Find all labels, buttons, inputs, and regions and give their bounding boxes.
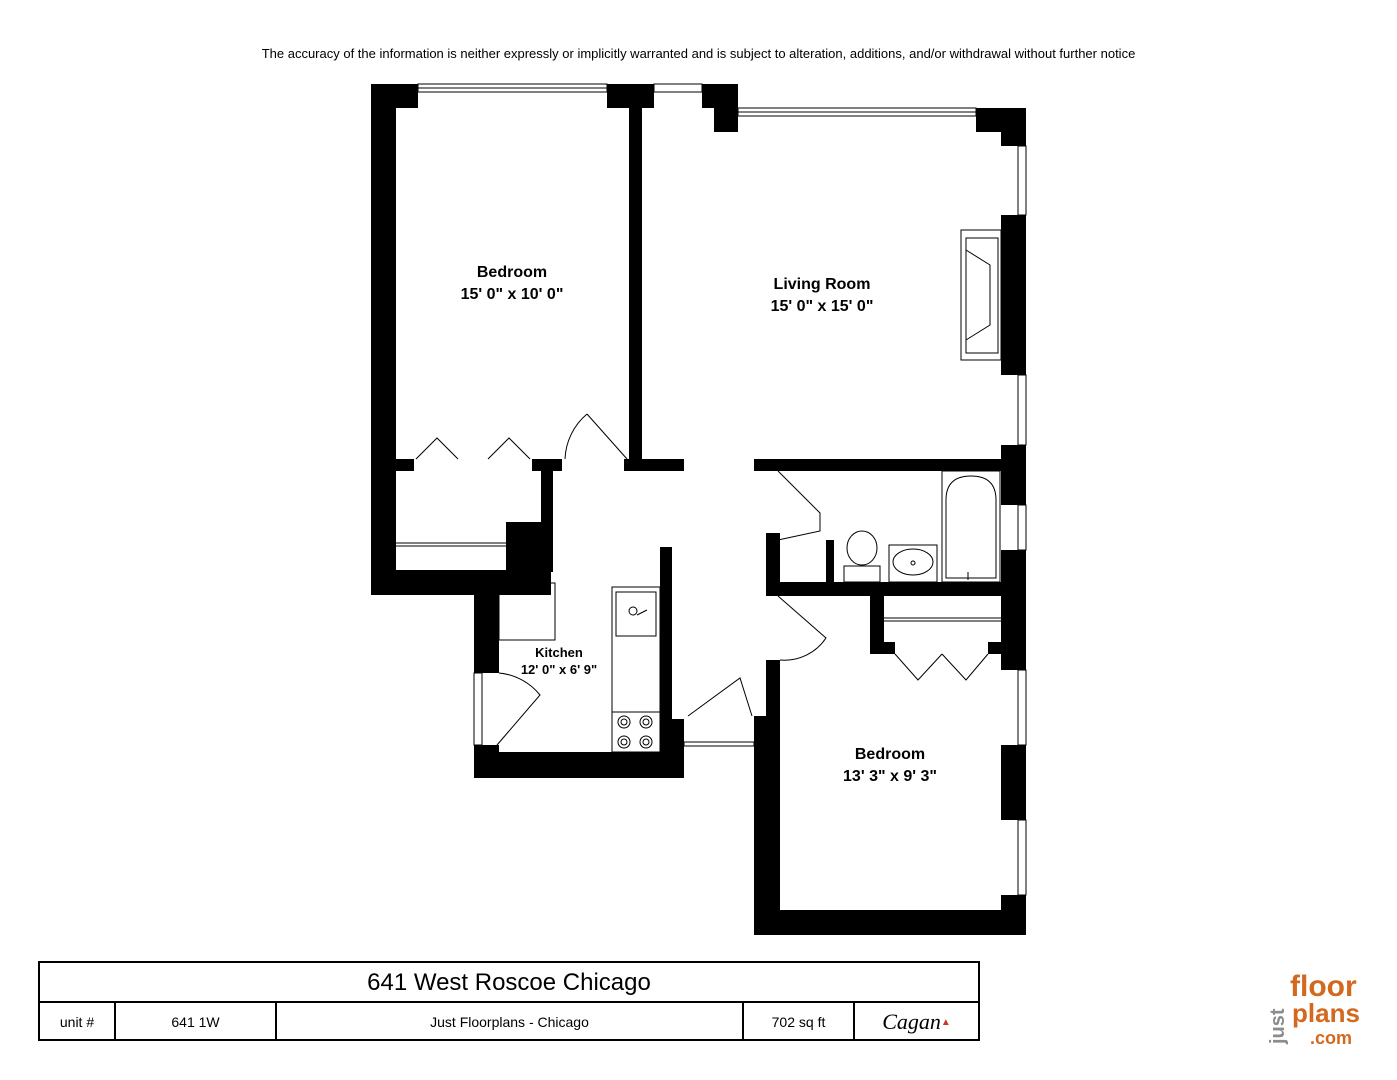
title-block-info-row: unit # 641 1W Just Floorplans - Chicago … [40, 1003, 978, 1041]
floor-plan [371, 83, 1027, 935]
room-name: Bedroom [476, 264, 548, 281]
brand-dotcom: .com [1310, 1028, 1352, 1048]
property-address: 641 West Roscoe Chicago [40, 963, 978, 1003]
windows [417, 83, 1027, 896]
room-name: Living Room [773, 276, 871, 293]
walls [371, 84, 1026, 935]
square-footage: 702 sq ft [744, 1003, 855, 1041]
room-label-living-room: Living Room 15' 0" x 15' 0" [742, 274, 902, 318]
room-label-kitchen: Kitchen 12' 0" x 6' 9" [499, 644, 619, 678]
doors [396, 413, 1001, 746]
room-dimensions: 12' 0" x 6' 9" [520, 662, 598, 677]
room-name: Bedroom [854, 746, 926, 763]
fireplace-symbol [960, 229, 1002, 361]
cagan-logo-text: Cagan [882, 1009, 941, 1034]
title-block: 641 West Roscoe Chicago unit # 641 1W Ju… [38, 961, 980, 1041]
brand-plans: plans [1292, 998, 1360, 1028]
room-name: Kitchen [535, 645, 583, 660]
bathroom-fixtures [843, 470, 1001, 583]
room-dimensions: 15' 0" x 10' 0" [460, 286, 564, 303]
cagan-logo-mark-icon: ▲ [940, 1016, 951, 1028]
just-floorplans-logo: just floor plans .com [1267, 970, 1360, 1048]
cagan-logo: Cagan▲ [855, 1003, 978, 1041]
room-dimensions: 13' 3" x 9' 3" [843, 768, 937, 785]
unit-number: 641 1W [116, 1003, 277, 1041]
room-dimensions: 15' 0" x 15' 0" [770, 298, 874, 315]
room-label-bedroom-2: Bedroom 13' 3" x 9' 3" [810, 744, 970, 788]
brand-floor: floor [1290, 970, 1357, 1003]
disclaimer-text: The accuracy of the information is neith… [261, 46, 1136, 61]
brand-just: just [1267, 1008, 1289, 1045]
company-name: Just Floorplans - Chicago [277, 1003, 744, 1041]
unit-label: unit # [40, 1003, 116, 1041]
kitchen-fixtures [498, 582, 661, 753]
room-label-bedroom-1: Bedroom 15' 0" x 10' 0" [432, 262, 592, 306]
